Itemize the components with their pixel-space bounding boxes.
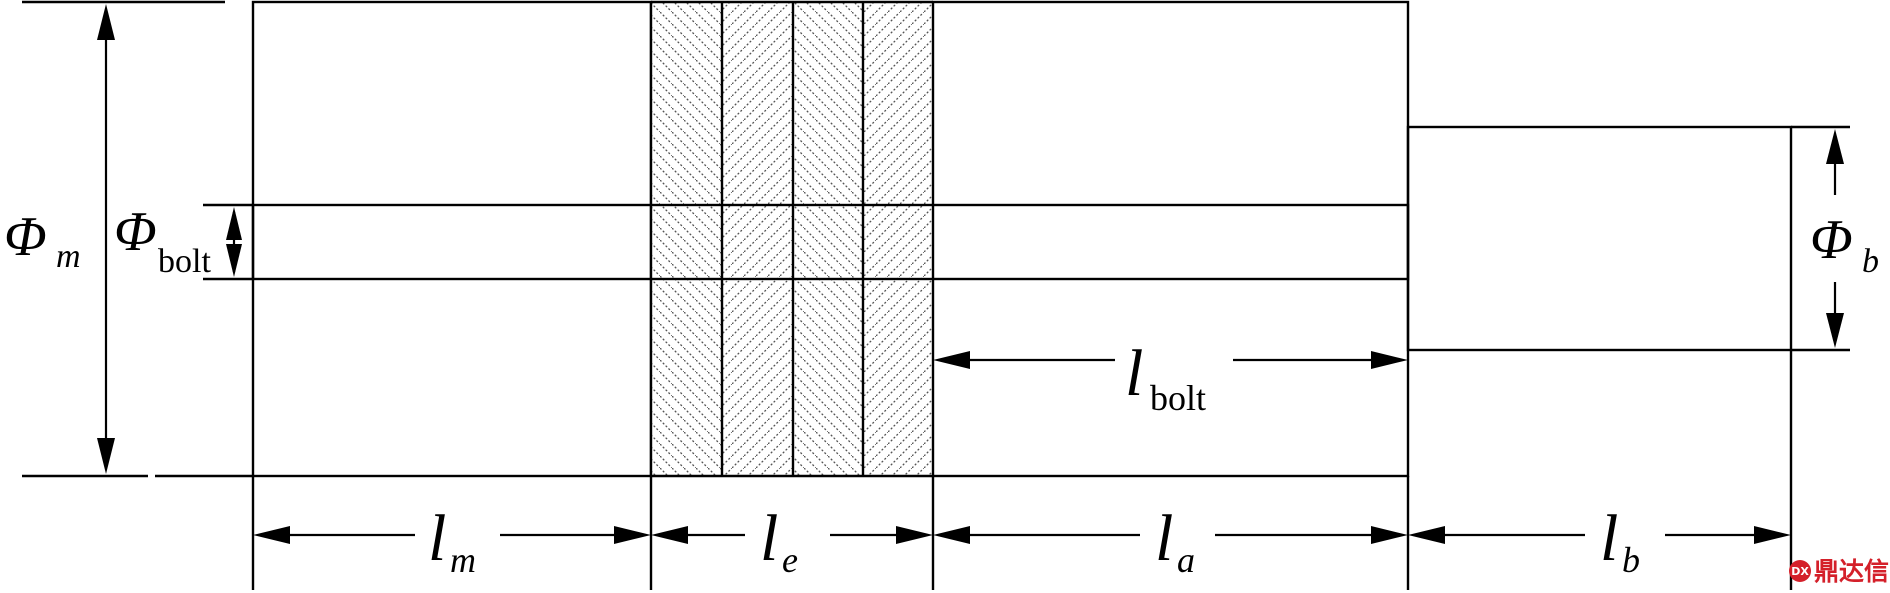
svg-text:e: e [782, 540, 798, 580]
svg-text:bolt: bolt [158, 243, 211, 280]
svg-text:l: l [760, 502, 778, 575]
svg-text:l: l [1600, 502, 1618, 575]
svg-text:Φ: Φ [1810, 209, 1853, 271]
l-a-dimension [933, 526, 1408, 544]
back-mass-block [251, 0, 653, 478]
watermark-logo: DX 鼎达信 [1789, 557, 1889, 586]
piezo-ring-1 [651, 2, 722, 476]
l-m-dimension [253, 526, 651, 544]
svg-text:Φ: Φ [114, 201, 157, 263]
label-l-e: l e [760, 502, 798, 580]
piezo-ring-3 [793, 2, 863, 476]
svg-text:Φ: Φ [4, 206, 47, 268]
svg-text:l: l [1155, 502, 1173, 575]
svg-text:l: l [1125, 337, 1143, 410]
label-phi-b: Φ b [1810, 209, 1879, 280]
piezo-stack [649, 0, 933, 478]
svg-text:b: b [1622, 540, 1640, 580]
phi-b-dimension [1791, 125, 1850, 352]
svg-text:m: m [56, 238, 81, 275]
label-phi-bolt: Φ bolt [114, 201, 211, 280]
tail-block [1406, 125, 1793, 352]
watermark-badge-icon [1789, 560, 1811, 582]
svg-text:l: l [428, 502, 446, 575]
piezo-ring-4 [863, 2, 933, 476]
phi-bolt-dimension [203, 203, 253, 281]
svg-text:a: a [1177, 540, 1195, 580]
svg-text:b: b [1862, 243, 1879, 280]
svg-text:鼎达信: 鼎达信 [1814, 557, 1889, 586]
l-bolt-dimension [933, 351, 1408, 369]
label-l-b: l b [1600, 502, 1640, 580]
l-b-dimension [1408, 526, 1791, 544]
svg-text:DX: DX [1791, 565, 1809, 578]
svg-text:m: m [450, 540, 476, 580]
label-l-a: l a [1155, 502, 1195, 580]
piezo-ring-2 [722, 2, 793, 476]
label-l-bolt: l bolt [1125, 337, 1206, 418]
bolt [251, 203, 1410, 281]
svg-text:bolt: bolt [1150, 378, 1206, 418]
l-bolt-label-box [1115, 323, 1233, 426]
phi-m-dimension [97, 4, 115, 474]
label-l-m: l m [428, 502, 476, 580]
l-e-dimension [651, 526, 933, 544]
label-phi-m: Φ m [4, 206, 81, 275]
